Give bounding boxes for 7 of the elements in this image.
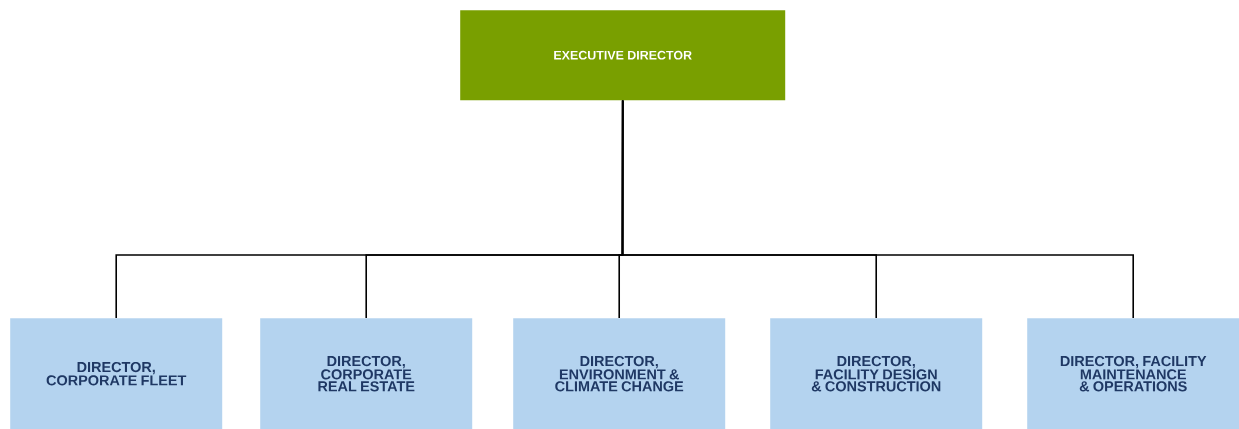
director-box: EXECUTIVE DIRECTOR — [460, 10, 786, 101]
connector-line — [621, 99, 1134, 319]
department-box: DIRECTOR, FACILITY DESIGN & CONSTRUCTION — [770, 318, 983, 429]
department-box: DIRECTOR, FACILITY MAINTENANCE & OPERATIONS — [1027, 318, 1239, 429]
department-box: DIRECTOR, CORPORATE REAL ESTATE — [260, 318, 473, 429]
department-box: DIRECTOR, CORPORATE FLEET — [10, 318, 223, 429]
department-box: DIRECTOR, ENVIRONMENT & CLIMATE CHANGE — [513, 318, 726, 429]
